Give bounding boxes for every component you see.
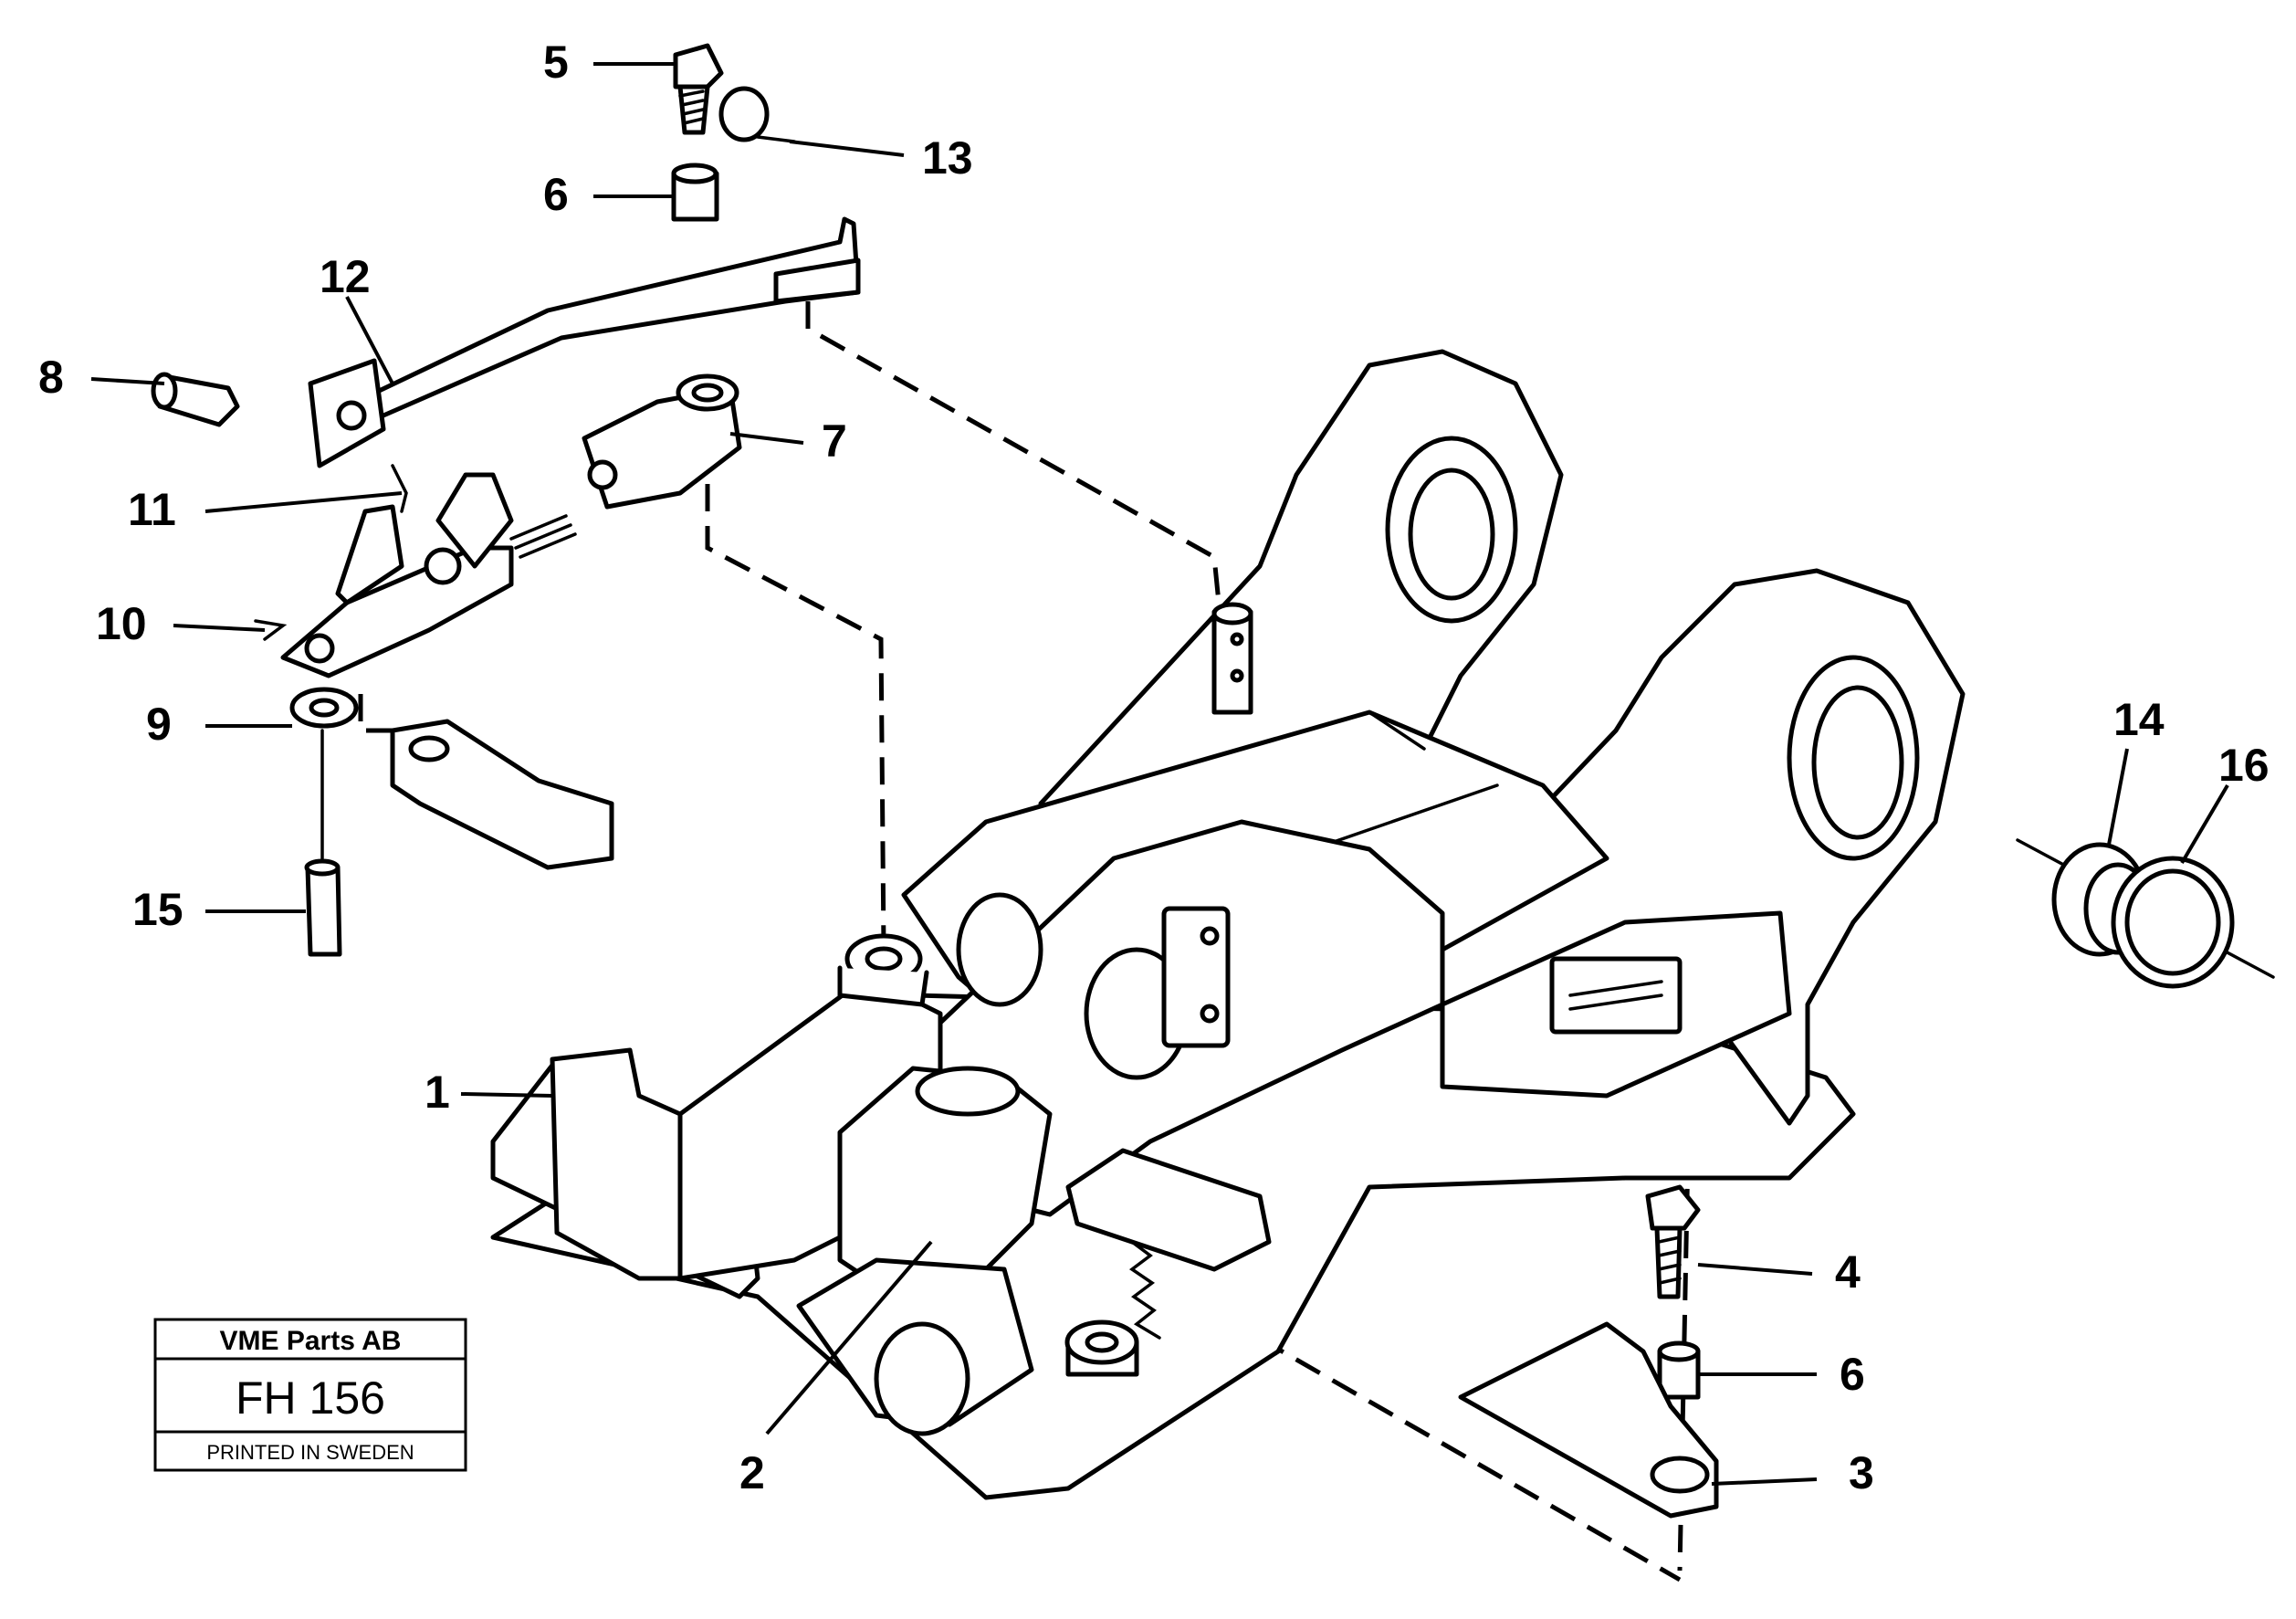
callout-13: 12	[320, 251, 371, 302]
callout-11: 10	[96, 598, 147, 649]
callout-4: 4	[1835, 1246, 1861, 1298]
bolt-5-spacer-6	[671, 43, 724, 222]
callout-10: 15	[132, 884, 183, 935]
callout-6-bottom: 6	[1840, 1349, 1865, 1400]
pin-14	[718, 86, 796, 143]
bolt-4-spacer-6-pad-3	[1458, 1184, 1719, 1519]
lever-13	[308, 216, 861, 468]
latch-shoe	[390, 719, 614, 870]
coupler-frame	[490, 349, 1966, 1500]
callout-6-top: 6	[543, 169, 569, 220]
stamp-company: VME Parts AB	[220, 1326, 402, 1356]
callout-3: 3	[1849, 1447, 1874, 1498]
vme-stamp: VME Parts AB FH 156 PRINTED IN SWEDEN	[153, 1318, 467, 1472]
callout-labels: 5 13 6 12 8 7 11 10 9 15 1 2 4 6 3 14 16	[38, 37, 2270, 1498]
callout-8: 9	[146, 699, 172, 750]
stamp-code: FH 156	[236, 1372, 385, 1424]
callout-15: 14	[2113, 694, 2165, 745]
callout-5: 5	[543, 37, 569, 88]
callout-2: 2	[739, 1447, 765, 1498]
callout-9: 8	[38, 352, 64, 403]
latch-assembly-8-11-12	[254, 464, 577, 729]
bush-15-ring-16	[2016, 838, 2275, 989]
callout-12: 11	[128, 484, 176, 535]
stamp-footer: PRINTED IN SWEDEN	[206, 1441, 414, 1464]
pin-9	[151, 372, 240, 427]
pin-10	[304, 729, 342, 957]
block-7	[582, 373, 742, 510]
callout-7: 7	[822, 415, 847, 467]
callout-16: 16	[2218, 740, 2270, 791]
callout-14: 13	[922, 132, 973, 184]
leader-lines	[90, 62, 2229, 1486]
callout-1: 1	[425, 1067, 450, 1118]
